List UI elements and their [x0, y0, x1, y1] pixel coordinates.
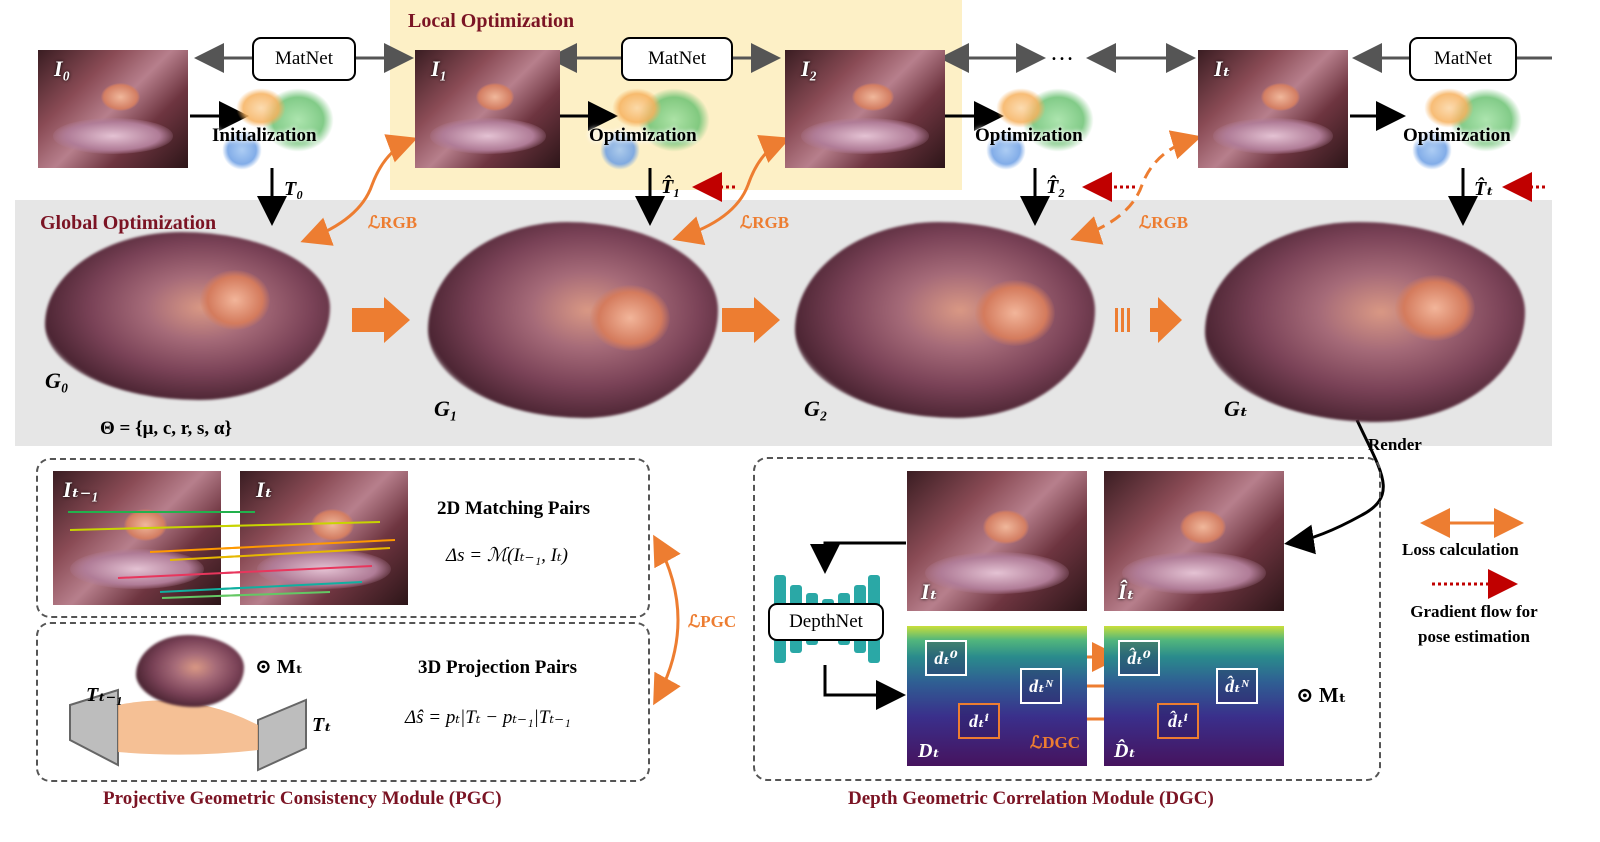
frame-i2-label: I₂ [801, 56, 818, 81]
depth-patch-dN: dₜᴺ [1020, 668, 1062, 704]
projection-pairs-title: 3D Projection Pairs [418, 657, 577, 678]
gaussian-blob-icon [612, 88, 662, 128]
gaussian-scene-g1 [428, 222, 718, 418]
optimization-label-1: Optimization [589, 125, 697, 146]
camera-cur-icon [258, 700, 259, 701]
dgc-image-rendered: Îₜ [1104, 471, 1284, 611]
camera-cur-label: Tₜ [312, 714, 332, 736]
depthnet-box: DepthNet [768, 603, 884, 641]
global-optimization-title: Global Optimization [40, 212, 217, 234]
depth-map-d [907, 626, 1087, 766]
initialization-label: Initialization [212, 125, 317, 146]
gaussian-label-g0: G₀ [45, 368, 69, 393]
gaussian-scene-core [200, 270, 270, 330]
gaussian-blob-icon [1424, 88, 1474, 128]
loss-pgc: ℒPGC [688, 612, 737, 631]
gaussian-label-g2: G₂ [804, 396, 828, 421]
dgc-image-it-label: Iₜ [921, 579, 938, 604]
matnet-box-1: MatNet [252, 37, 356, 81]
frame-i0: I₀ [38, 50, 188, 168]
local-optimization-title: Local Optimization [408, 10, 575, 32]
optimization-label-t: Optimization [1403, 125, 1511, 146]
pose-t1: T̂₁ [661, 176, 681, 198]
gaussian-label-g1: G₁ [434, 396, 458, 421]
pgc-gaussian-scene [136, 635, 244, 707]
legend-loss-label: Loss calculation [1402, 540, 1519, 559]
depth-patch-hdN: d̂ₜᴺ [1216, 668, 1258, 704]
pgc-projection-box [36, 622, 650, 782]
matching-pairs-equation: Δs = ℳ(Iₜ₋₁, Iₜ) [446, 545, 568, 566]
dgc-image-rendered-label: Îₜ [1118, 579, 1135, 604]
gaussian-blob-icon [236, 88, 286, 128]
dgc-box [753, 457, 1381, 781]
frame-i1-label: I₁ [431, 56, 448, 81]
gaussian-blob-icon [986, 130, 1026, 170]
gaussian-blob-icon [1412, 130, 1452, 170]
pgc-image-prev: Iₜ₋₁ [53, 471, 221, 605]
frame-i2: I₂ [785, 50, 945, 168]
loss-rgb-1: ℒRGB [368, 213, 418, 232]
frame-it-label: Iₜ [1214, 56, 1231, 81]
matnet-box-3: MatNet [1409, 37, 1517, 81]
matnet-label: MatNet [647, 48, 707, 69]
dgc-mask: ⊙ Mₜ [1296, 683, 1347, 707]
depth-label-d: Dₜ [918, 740, 940, 762]
dgc-module-title: Depth Geometric Correlation Module (DGC) [848, 788, 1214, 809]
pose-t0: T₀ [284, 178, 304, 200]
gaussian-scene-g0 [45, 232, 330, 400]
depth-label-dhat: D̂ₜ [1114, 740, 1136, 762]
gaussian-scene-gt [1205, 222, 1525, 422]
depth-patch-hdi: d̂ₜⁱ [1157, 703, 1199, 739]
gaussian-scene-core [975, 280, 1055, 346]
gaussian-label-gt: Gₜ [1224, 396, 1249, 421]
pgc-mask: ⊙ Mₜ [255, 656, 304, 678]
pgc-matching-box [36, 458, 650, 618]
matnet-label: MatNet [274, 48, 334, 69]
loss-rgb-3: ℒRGB [1139, 213, 1189, 232]
gaussian-parameters: Θ = {μ, c, r, s, α} [100, 418, 232, 439]
gaussian-scene-core [590, 285, 670, 351]
depth-patch-d0: dₜ⁰ [925, 640, 967, 676]
camera-prev-icon [70, 690, 71, 691]
loss-rgb-2: ℒRGB [740, 213, 790, 232]
matnet-label: MatNet [1433, 48, 1493, 69]
frame-ellipsis: … [1050, 40, 1074, 66]
matching-pairs-title: 2D Matching Pairs [437, 498, 591, 519]
frame-i1: I₁ [415, 50, 560, 168]
pose-tt: T̂ₜ [1474, 178, 1494, 200]
gaussian-scene-core [1395, 275, 1475, 341]
dgc-image-it: Iₜ [907, 471, 1087, 611]
pose-t2: T̂₂ [1046, 176, 1066, 198]
pgc-image-cur-label: Iₜ [256, 477, 273, 502]
depth-patch-hd0: d̂ₜ⁰ [1118, 640, 1160, 676]
projection-pairs-equation: Δŝ = pₜ|Tₜ − pₜ₋₁|Tₜ₋₁ [405, 707, 571, 728]
render-label: Render [1368, 435, 1422, 454]
pgc-image-cur: Iₜ [240, 471, 408, 605]
gaussian-blob-icon [996, 88, 1046, 128]
camera-prev-label: Tₜ₋₁ [86, 684, 124, 706]
legend-grad-label: Gradient flow for pose estimation [1410, 602, 1538, 646]
optimization-label-2: Optimization [975, 125, 1083, 146]
depth-map-dhat [1104, 626, 1284, 766]
gaussian-blob-icon [600, 130, 640, 170]
frame-it: Iₜ [1198, 50, 1348, 168]
gaussian-blob-icon [222, 130, 262, 170]
frame-i0-label: I₀ [54, 56, 71, 81]
depthnet-label: DepthNet [789, 611, 863, 632]
loss-dgc: ℒDGC [1030, 733, 1081, 752]
depth-patch-di: dₜⁱ [958, 703, 1000, 739]
pgc-image-prev-label: Iₜ₋₁ [63, 477, 99, 502]
pgc-module-title: Projective Geometric Consistency Module … [103, 788, 502, 809]
matnet-box-2: MatNet [621, 37, 733, 81]
